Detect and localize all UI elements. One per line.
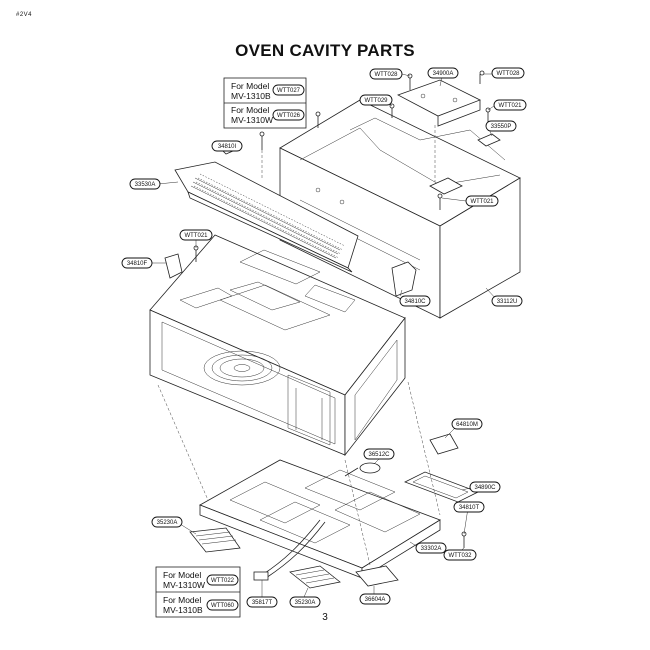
- svg-text:35817T: 35817T: [252, 600, 273, 606]
- part-36604a: [355, 565, 399, 587]
- part-64810m: [429, 433, 459, 455]
- part-36512c: [344, 462, 381, 477]
- callout-33530a: 33530A: [129, 178, 161, 190]
- filter-frame-34890c: [404, 471, 479, 503]
- base-plate: [199, 459, 441, 579]
- page-header-code: #2V4: [16, 12, 33, 18]
- filter-35230a-bottom: [289, 565, 341, 589]
- top-bracket: [397, 79, 481, 127]
- callout-34810i: 34810I: [211, 140, 243, 152]
- callout-wtt021-mid-right: WTT021: [465, 195, 499, 207]
- callout-wtt021-top-right: WTT021: [493, 99, 527, 111]
- callout-33550p: 33550P: [485, 120, 517, 132]
- svg-text:34890C: 34890C: [474, 485, 496, 491]
- callout-wtt032: WTT032: [443, 549, 477, 561]
- svg-text:WTT021: WTT021: [470, 199, 494, 205]
- clip-33550p: [477, 133, 501, 147]
- callout-wtt028-top: WTT028: [369, 68, 403, 80]
- page-number: 3: [322, 612, 328, 623]
- model-box-top: For Model MV-1310B WTT027 For Model MV-1…: [223, 77, 307, 129]
- leader-lines: [152, 73, 498, 598]
- projection-lines: [157, 125, 441, 566]
- model-box-bottom-row1-code: WTT022: [211, 578, 235, 584]
- screws: [193, 70, 491, 548]
- model-box-bottom: For Model MV-1310W WTT022 For Model MV-1…: [155, 566, 241, 618]
- callout-36604a: 36604A: [359, 593, 391, 605]
- callout-34810c: 34810C: [399, 295, 431, 307]
- svg-text:34900A: 34900A: [433, 71, 454, 77]
- svg-text:WTT021: WTT021: [498, 103, 522, 109]
- callout-wtt021-left: WTT021: [179, 229, 213, 241]
- svg-text:33302A: 33302A: [421, 546, 442, 552]
- svg-text:WTT032: WTT032: [448, 553, 472, 559]
- callout-36512c: 36512C: [363, 448, 395, 460]
- svg-text:WTT028: WTT028: [496, 71, 520, 77]
- callout-64810m: 64810M: [451, 418, 483, 430]
- callout-35230a-left: 35230A: [151, 516, 183, 528]
- model-box-bottom-row2-model: For Model MV-1310B: [163, 595, 204, 615]
- svg-text:34810F: 34810F: [127, 261, 148, 267]
- callout-34900a: 34900A: [427, 67, 459, 79]
- model-box-top-row2-model: For Model MV-1310W: [231, 105, 273, 125]
- bracket-34810f: [164, 253, 183, 279]
- filter-35230a-left: [189, 527, 241, 553]
- svg-text:33530A: 33530A: [135, 182, 156, 188]
- svg-text:WTT021: WTT021: [184, 233, 208, 239]
- callout-33112u: 33112U: [491, 295, 523, 307]
- svg-text:35230A: 35230A: [157, 520, 178, 526]
- svg-text:33112U: 33112U: [497, 299, 518, 305]
- callout-labels: WTT028 34900A WTT028 WTT029 WTT021 33550…: [121, 67, 527, 608]
- svg-text:36604A: 36604A: [365, 597, 386, 603]
- model-box-top-row1-model: For Model MV-1310B: [231, 81, 272, 101]
- model-box-top-row2-code: WTT026: [277, 113, 301, 119]
- callout-34890c: 34890C: [469, 481, 501, 493]
- svg-text:WTT028: WTT028: [374, 72, 398, 78]
- callout-33302a: 33302A: [415, 542, 447, 554]
- svg-text:35230A: 35230A: [295, 600, 316, 606]
- callout-35230a-bottom: 35230A: [289, 596, 321, 608]
- svg-text:64810M: 64810M: [456, 422, 478, 428]
- svg-text:36512C: 36512C: [368, 452, 390, 458]
- outer-cabinet: [279, 99, 521, 319]
- svg-text:34810I: 34810I: [218, 144, 237, 150]
- model-box-bottom-row1-model: For Model MV-1310W: [163, 570, 205, 590]
- front-grille: [174, 161, 359, 273]
- callout-wtt029: WTT029: [359, 94, 393, 106]
- callout-34810f: 34810F: [121, 257, 153, 269]
- bracket-34810c: [391, 261, 417, 297]
- svg-text:34810T: 34810T: [459, 505, 480, 511]
- wire-harness: [253, 519, 326, 581]
- svg-text:WTT029: WTT029: [364, 98, 388, 104]
- callout-wtt028-right: WTT028: [491, 67, 525, 79]
- svg-text:34810C: 34810C: [404, 299, 426, 305]
- model-box-bottom-row2-code: WTT060: [211, 603, 235, 609]
- callout-34810t: 34810T: [453, 501, 485, 513]
- oven-cavity: [149, 234, 406, 457]
- page-title: OVEN CAVITY PARTS: [235, 41, 415, 60]
- callout-35817t: 35817T: [246, 596, 278, 608]
- model-box-top-row1-code: WTT027: [277, 88, 301, 94]
- svg-text:33550P: 33550P: [491, 124, 512, 130]
- cabinet-top-bracket: [429, 177, 463, 195]
